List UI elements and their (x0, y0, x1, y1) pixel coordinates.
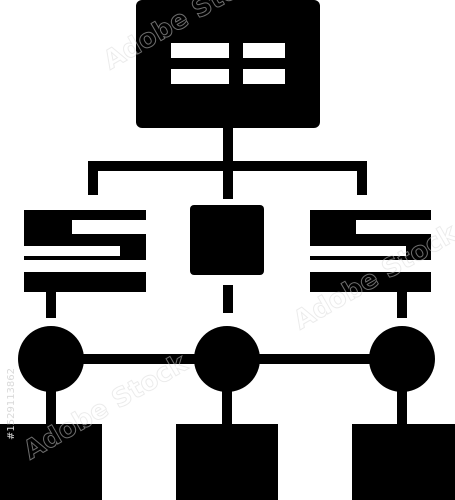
middle-center-square (190, 205, 264, 275)
node-circle-center (194, 326, 260, 392)
leaf-box-left (0, 424, 102, 500)
root-line-1-left (171, 43, 229, 58)
root-line-2-left (171, 69, 229, 84)
root-line-2-right (243, 69, 285, 84)
bottom-connector-center (222, 390, 232, 426)
bottom-connector-right (397, 390, 407, 426)
right-doc-line (310, 246, 406, 256)
connector-right (397, 292, 407, 318)
connector-left (46, 292, 56, 318)
root-document-box (136, 0, 320, 128)
root-connector (223, 126, 233, 166)
node-circle-left (18, 326, 84, 392)
middle-right-doc-bottom (310, 272, 431, 292)
drop-right (357, 161, 367, 195)
left-doc-line (24, 246, 120, 256)
leaf-box-right (352, 424, 455, 500)
root-line-1-right (243, 43, 285, 58)
right-doc-notch-top (356, 220, 431, 234)
icon-cutouts (24, 43, 431, 256)
leaf-box-center (176, 424, 278, 500)
drop-left (88, 161, 98, 195)
middle-left-doc-bottom (24, 272, 146, 292)
node-circle-right (369, 326, 435, 392)
drop-center (223, 161, 233, 199)
left-doc-notch-top (72, 220, 146, 234)
connector-center (223, 285, 233, 313)
bottom-connector-left (46, 390, 56, 426)
